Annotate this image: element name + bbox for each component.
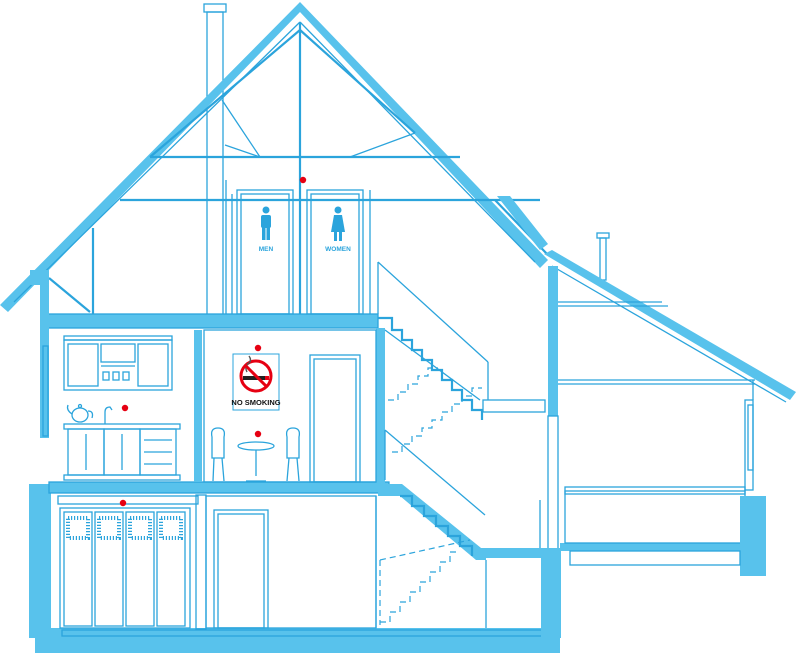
kitchen-marker[interactable] <box>121 404 129 412</box>
chair-icon <box>210 427 226 482</box>
no-smoking-marker[interactable] <box>254 344 262 352</box>
basement-door <box>205 495 377 629</box>
no-smoking-label: NO SMOKING <box>231 398 280 407</box>
basement-lockers <box>57 495 199 629</box>
women-restroom-icon <box>331 206 345 241</box>
attic-marker[interactable] <box>299 176 307 184</box>
kitchen-upper-cabinets <box>63 335 173 391</box>
faucet-icon <box>104 406 113 424</box>
main-staircase <box>377 261 548 560</box>
dining-marker[interactable] <box>254 430 262 438</box>
men-sign-label: MEN <box>259 246 274 253</box>
main-chimney <box>203 3 227 325</box>
basement-right-wall <box>375 496 541 628</box>
no-smoking-icon <box>232 353 280 411</box>
teapot-icon <box>66 403 94 423</box>
women-sign-label: WOMEN <box>325 246 351 253</box>
chair-icon <box>285 427 301 482</box>
men-restroom-icon <box>261 206 271 240</box>
kitchen-counter <box>63 423 181 481</box>
dining-doorway <box>203 329 377 483</box>
table-icon <box>237 441 275 482</box>
small-chimney <box>596 232 610 281</box>
dashed-stairs <box>379 367 482 625</box>
cups-icon <box>102 371 130 381</box>
annex-roof <box>544 250 796 403</box>
attic-restrooms <box>225 180 371 315</box>
storage-marker[interactable] <box>119 499 127 507</box>
roof-truss <box>48 22 549 316</box>
